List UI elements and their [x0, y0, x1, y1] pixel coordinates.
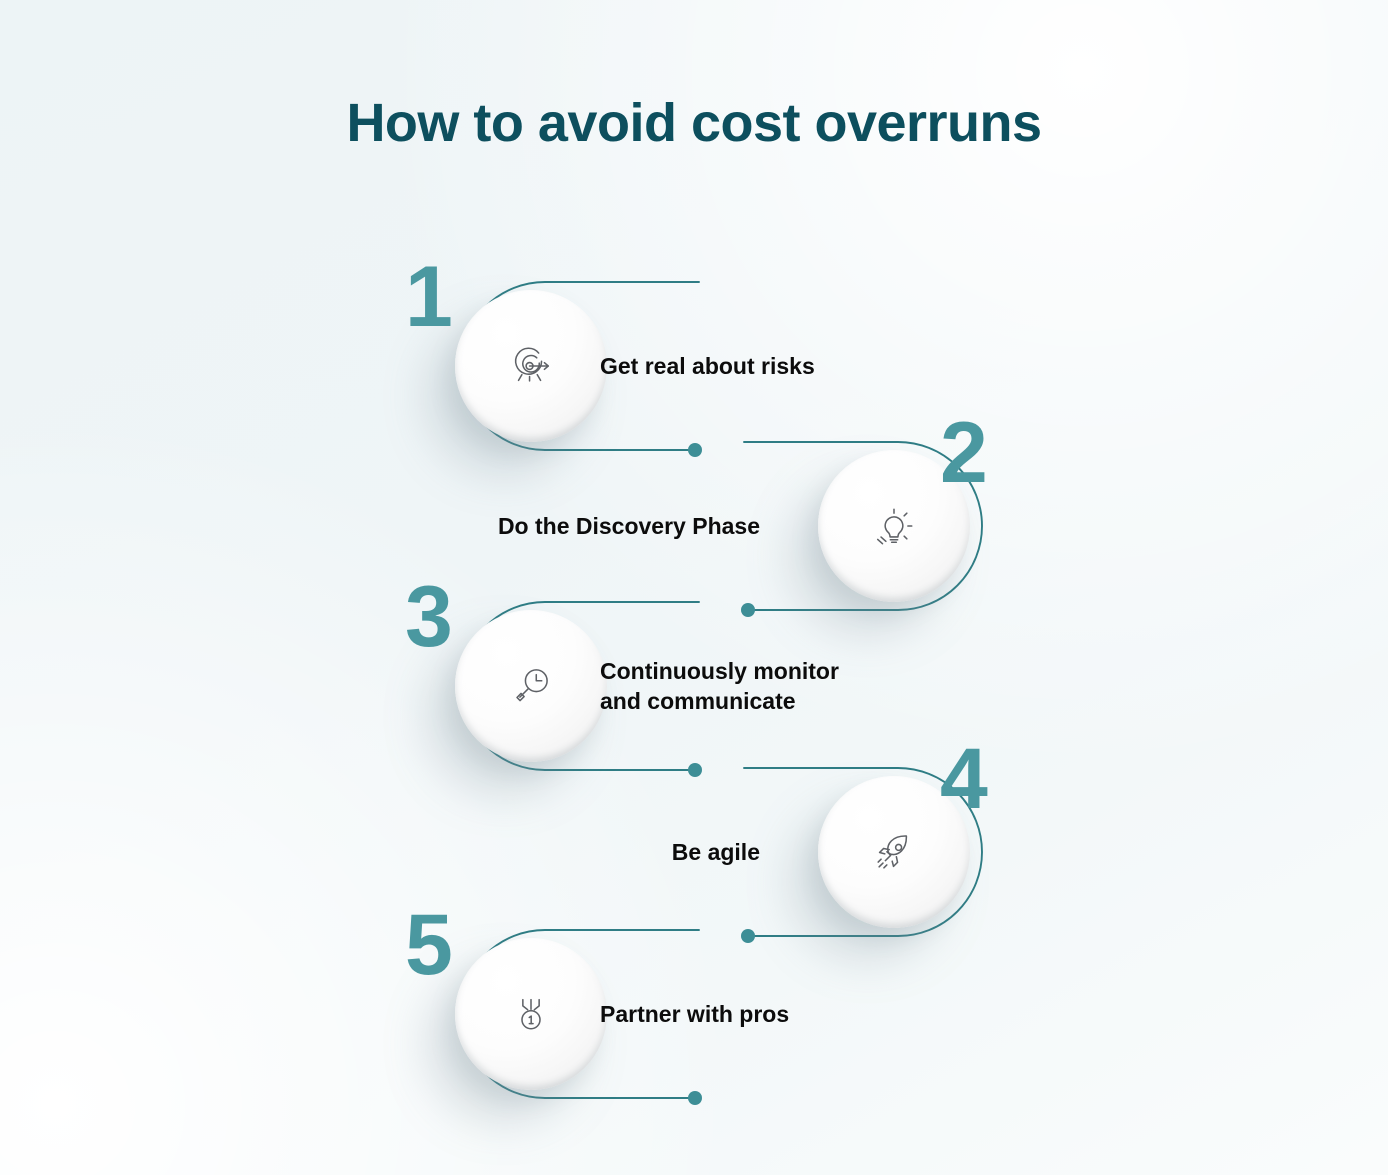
medal-icon [508, 991, 554, 1037]
step-number: 5 [405, 897, 453, 993]
page-title: How to avoid cost overruns [346, 93, 1042, 153]
lightbulb-icon [871, 503, 917, 549]
step-icon-disc[interactable] [455, 290, 607, 442]
step-item: 2 Do the Discovery Phase [0, 410, 1388, 617]
step-item: 5 Partner with pros [0, 902, 1388, 1105]
step-label: Partner with pros [600, 1000, 790, 1027]
step-item: 3 Continuously monitor and communicate [0, 574, 1388, 777]
step-number: 1 [405, 249, 453, 345]
rocket-icon [871, 829, 917, 875]
magnifier-clock-icon [508, 663, 554, 709]
step-icon-disc[interactable] [455, 610, 607, 762]
step-item: 4 Be agile [0, 736, 1388, 943]
step-number: 3 [405, 569, 453, 665]
step-number: 2 [940, 405, 988, 501]
step-number: 4 [940, 731, 988, 827]
target-arrow-icon [508, 343, 554, 389]
step-item: 1 Get real about risks [0, 254, 1388, 457]
step-icon-disc[interactable] [455, 938, 607, 1090]
